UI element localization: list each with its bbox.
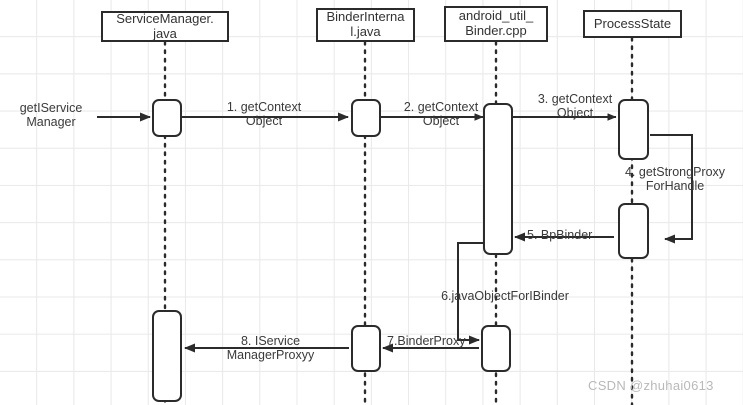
participant-label: BinderInterna l.java [326,9,405,39]
activation-servicemanager-2[interactable] [152,310,182,402]
activation-android-util-binder-2[interactable] [481,325,511,372]
participant-header-servicemanager[interactable]: ServiceManager. java [101,11,229,42]
arrow-6-self [457,242,483,345]
participant-label: ServiceManager. java [116,10,214,41]
participant-label: ProcessState [593,15,672,31]
activation-android-util-binder-1[interactable] [483,103,513,255]
activation-processstate-1[interactable] [618,99,649,160]
activation-binderinternal-1[interactable] [351,99,381,137]
watermark: CSDN @zhuhai0613 [588,378,714,393]
message-arrows [97,112,693,353]
participant-label: android_util_ Binder.cpp [458,8,534,38]
arrow-4-self [650,134,693,244]
activation-servicemanager-1[interactable] [152,99,182,137]
participant-header-binderinternal[interactable]: BinderInterna l.java [316,8,415,42]
lifelines [163,36,634,405]
activation-processstate-2[interactable] [618,203,649,259]
participant-header-processstate[interactable]: ProcessState [583,10,682,38]
activation-binderinternal-2[interactable] [351,325,381,372]
participant-header-android-util-binder[interactable]: android_util_ Binder.cpp [444,6,548,42]
